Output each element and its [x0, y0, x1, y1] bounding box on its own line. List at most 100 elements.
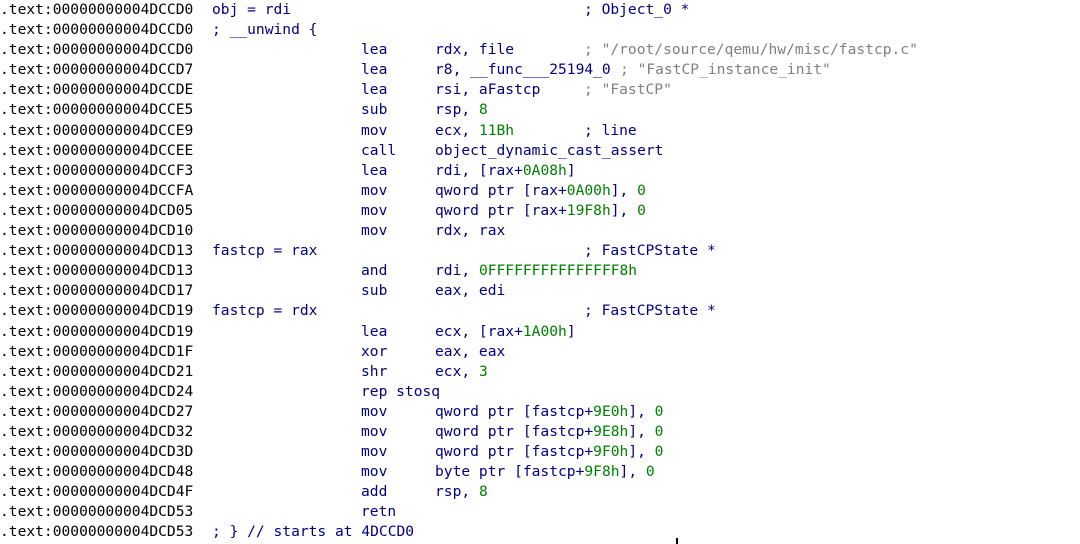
listing-row[interactable]: .text:00000000004DCD53; } // starts at 4… — [0, 522, 1080, 542]
address[interactable]: .text:00000000004DCD24 — [0, 382, 194, 400]
variable-label[interactable]: obj = rdi — [212, 1, 292, 18]
instruction-mnemonic[interactable]: and — [361, 262, 388, 280]
listing-row[interactable]: .text:00000000004DCD10 mov rdx, rax — [0, 221, 1080, 241]
instruction-mnemonic[interactable]: sub — [361, 101, 388, 119]
instruction-mnemonic[interactable]: mov — [361, 443, 388, 461]
instruction-operands[interactable]: rsp, 8 — [435, 482, 488, 502]
listing-row[interactable]: .text:00000000004DCD53 retn — [0, 502, 1080, 522]
listing-row[interactable]: .text:00000000004DCD13 and rdi, 0FFFFFFFFF… — [0, 261, 1080, 281]
variable-label[interactable]: fastcp = rdx — [212, 302, 318, 320]
listing-row[interactable]: .text:00000000004DCD17 sub eax, edi — [0, 281, 1080, 301]
address[interactable]: .text:00000000004DCD27 — [0, 402, 194, 420]
instruction-operands[interactable]: rsi, aFastcp — [435, 80, 540, 100]
instruction-mnemonic[interactable]: xor — [361, 342, 388, 360]
instruction-operands[interactable]: ecx, 3 — [435, 362, 488, 382]
address[interactable]: .text:00000000004DCD53 — [0, 503, 194, 521]
address[interactable]: .text:00000000004DCD1F — [0, 342, 194, 360]
address[interactable]: .text:00000000004DCD21 — [0, 362, 194, 380]
address[interactable]: .text:00000000004DCD13 — [0, 262, 194, 280]
address[interactable]: .text:00000000004DCD05 — [0, 201, 194, 219]
instruction-mnemonic[interactable]: mov — [361, 422, 388, 440]
instruction-mnemonic[interactable]: lea — [361, 61, 388, 79]
instruction-mnemonic[interactable]: mov — [361, 402, 388, 420]
address[interactable]: .text:00000000004DCCDE — [0, 81, 194, 99]
listing-row[interactable]: .text:00000000004DCCF3 lea rdi, [rax+0A08h… — [0, 161, 1080, 181]
instruction-mnemonic[interactable]: add — [361, 483, 388, 501]
address[interactable]: .text:00000000004DCD4F — [0, 483, 194, 501]
listing-row[interactable]: .text:00000000004DCD48 mov byte ptr [fastc… — [0, 462, 1080, 482]
address[interactable]: .text:00000000004DCD53 — [0, 523, 194, 541]
address[interactable]: .text:00000000004DCD48 — [0, 463, 194, 481]
variable-label[interactable]: fastcp = rax — [212, 242, 318, 260]
listing-row[interactable]: .text:00000000004DCCD7 lea r8, __func___25… — [0, 60, 1080, 80]
listing-row[interactable]: .text:00000000004DCD27 mov qword ptr [fast… — [0, 402, 1080, 422]
address[interactable]: .text:00000000004DCD10 — [0, 222, 194, 240]
listing-row[interactable]: .text:00000000004DCD21 shr ecx, 3 — [0, 362, 1080, 382]
address[interactable]: .text:00000000004DCD3D — [0, 443, 194, 461]
instruction-mnemonic[interactable]: lea — [361, 322, 388, 340]
instruction-mnemonic[interactable]: lea — [361, 41, 388, 59]
address[interactable]: .text:00000000004DCD32 — [0, 422, 194, 440]
listing-row[interactable]: .text:00000000004DCCFA mov qword ptr [rax+… — [0, 181, 1080, 201]
instruction-mnemonic[interactable]: mov — [361, 201, 388, 219]
instruction-mnemonic[interactable]: call — [361, 141, 397, 159]
listing-row[interactable]: .text:00000000004DCD1F xor eax, eax — [0, 342, 1080, 362]
instruction-operands[interactable]: rdi, 0FFFFFFFFFFFFFFF8h — [435, 261, 637, 281]
instruction-mnemonic[interactable]: mov — [361, 121, 388, 139]
instruction-operands[interactable]: ecx, [rax+1A00h] — [435, 322, 576, 342]
instruction-operands[interactable]: rsp, 8 — [435, 100, 488, 120]
address[interactable]: .text:00000000004DCD17 — [0, 282, 194, 300]
address[interactable]: .text:00000000004DCCF3 — [0, 161, 194, 179]
instruction-operands[interactable]: object_dynamic_cast_assert — [435, 141, 663, 161]
instruction-mnemonic[interactable]: retn — [361, 503, 397, 521]
address[interactable]: .text:00000000004DCCE5 — [0, 101, 194, 119]
instruction-mnemonic[interactable]: shr — [361, 362, 388, 380]
listing-row[interactable]: .text:00000000004DCD32 mov qword ptr [fast… — [0, 422, 1080, 442]
listing-row[interactable]: .text:00000000004DCD05 mov qword ptr [rax+… — [0, 201, 1080, 221]
listing-row[interactable]: .text:00000000004DCD19 lea ecx, [rax+1A00h… — [0, 322, 1080, 342]
numeric-operand: 9F0h — [593, 443, 629, 461]
address[interactable]: .text:00000000004DCCD0 — [0, 1, 194, 18]
instruction-operands[interactable]: rdx, rax — [435, 221, 505, 241]
instruction-mnemonic[interactable]: sub — [361, 282, 388, 300]
address[interactable]: .text:00000000004DCCFA — [0, 181, 194, 199]
listing-row[interactable]: .text:00000000004DCCE5 sub rsp, 8 — [0, 100, 1080, 120]
instruction-mnemonic[interactable]: mov — [361, 463, 388, 481]
instruction-mnemonic[interactable]: lea — [361, 81, 388, 99]
address[interactable]: .text:00000000004DCD19 — [0, 322, 194, 340]
address[interactable]: .text:00000000004DCCEE — [0, 141, 194, 159]
listing-row[interactable]: .text:00000000004DCCD0; __unwind { — [0, 20, 1080, 40]
instruction-operands[interactable]: qword ptr [fastcp+9E0h], 0 — [435, 402, 663, 422]
instruction-operands[interactable]: qword ptr [rax+19F8h], 0 — [435, 201, 646, 221]
instruction-operands[interactable]: rdi, [rax+0A08h] — [435, 161, 576, 181]
listing-row[interactable]: .text:00000000004DCCEE call object_dynamic… — [0, 141, 1080, 161]
address[interactable]: .text:00000000004DCCD7 — [0, 61, 194, 79]
instruction-operands[interactable]: qword ptr [rax+0A00h], 0 — [435, 181, 646, 201]
instruction-mnemonic[interactable]: mov — [361, 181, 388, 199]
instruction-operands[interactable]: qword ptr [fastcp+9F0h], 0 — [435, 442, 663, 462]
address[interactable]: .text:00000000004DCCE9 — [0, 121, 194, 139]
address[interactable]: .text:00000000004DCCD0 — [0, 21, 194, 39]
instruction-mnemonic[interactable]: mov — [361, 222, 388, 240]
address[interactable]: .text:00000000004DCD19 — [0, 302, 194, 320]
listing-row[interactable]: .text:00000000004DCD3D mov qword ptr [fast… — [0, 442, 1080, 462]
instruction-mnemonic[interactable]: lea — [361, 161, 388, 179]
instruction-operands[interactable]: eax, eax — [435, 342, 505, 362]
instruction-operands[interactable]: qword ptr [fastcp+9E8h], 0 — [435, 422, 663, 442]
address[interactable]: .text:00000000004DCCD0 — [0, 41, 194, 59]
address[interactable]: .text:00000000004DCD13 — [0, 242, 194, 260]
instruction-operands[interactable]: rdx, file — [435, 40, 514, 60]
instruction-mnemonic[interactable]: rep stosq — [361, 382, 441, 400]
instruction-operands[interactable]: r8, __func___25194_0 — [435, 60, 611, 80]
instruction-operands[interactable]: ecx, 11Bh — [435, 121, 514, 141]
listing-row[interactable]: .text:00000000004DCD4F add rsp, 8 — [0, 482, 1080, 502]
instruction-operands[interactable]: eax, edi — [435, 281, 505, 301]
instruction-operands[interactable]: byte ptr [fastcp+9F8h], 0 — [435, 462, 655, 482]
listing-row[interactable]: .text:00000000004DCD24 rep stosq — [0, 382, 1080, 402]
